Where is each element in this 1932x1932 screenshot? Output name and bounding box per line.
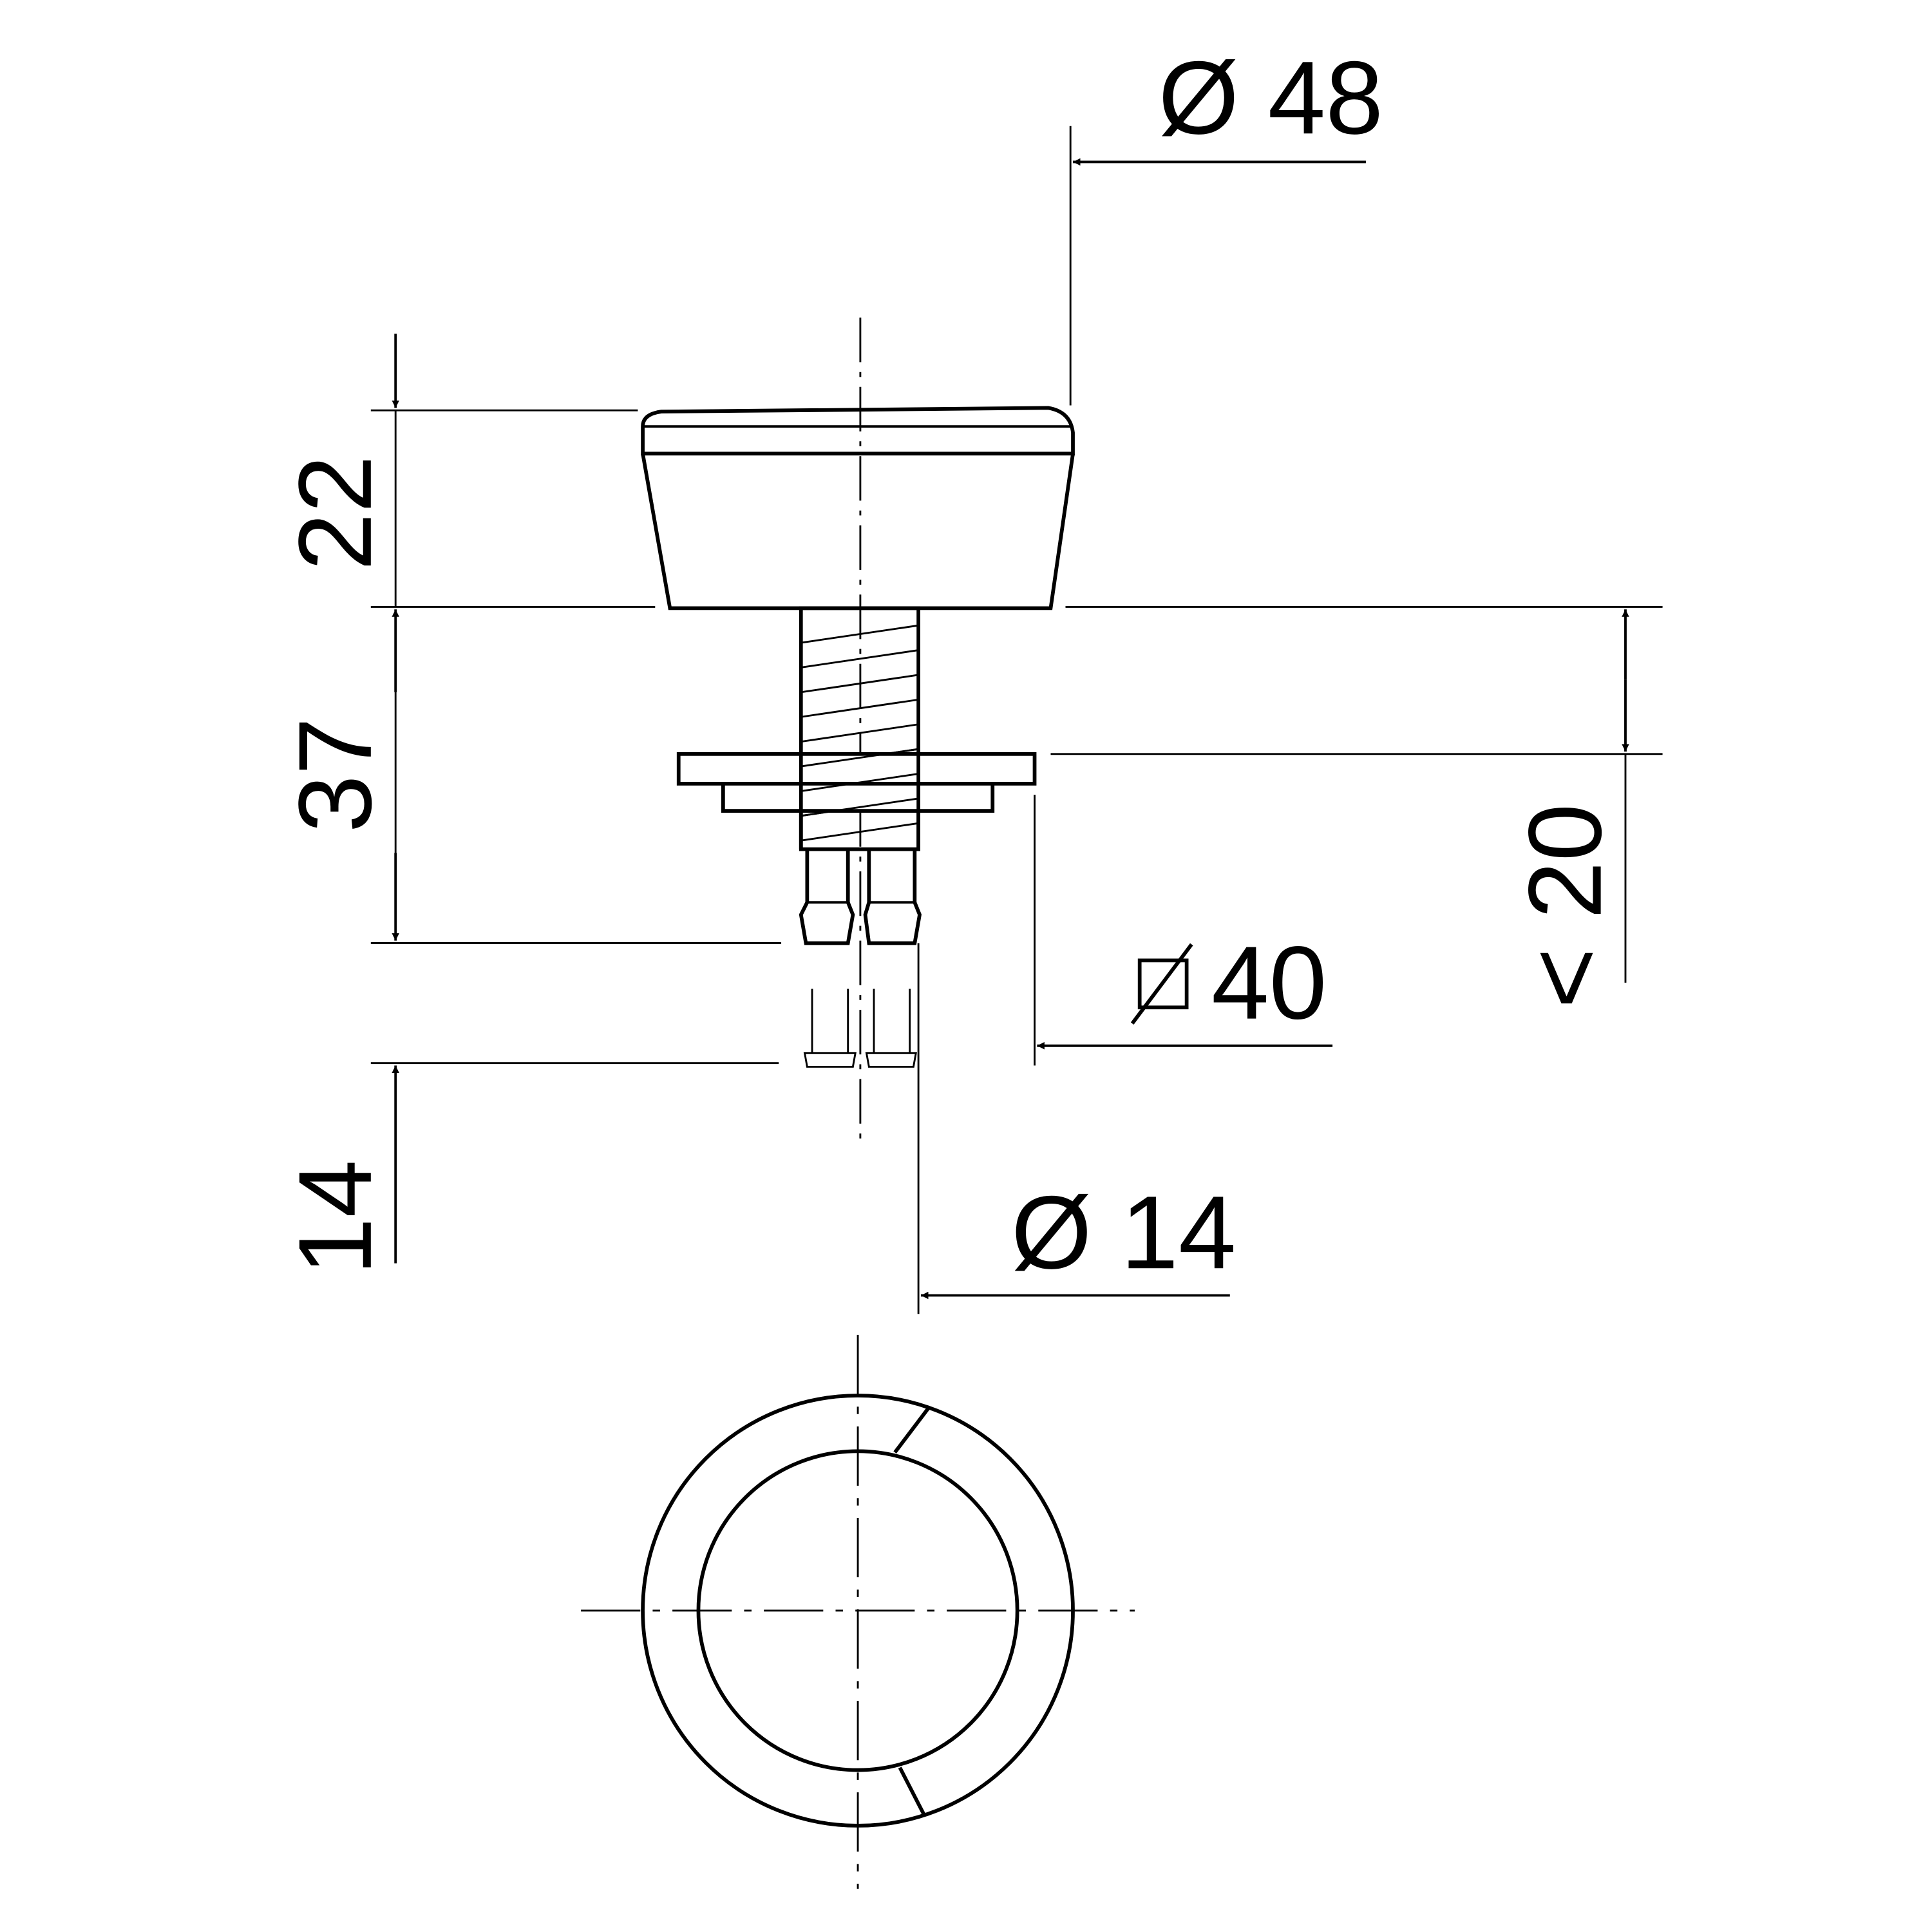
outer-ring <box>641 1394 1075 1828</box>
hose-tail-right <box>863 849 922 945</box>
hose-tail-left <box>799 849 855 945</box>
dim-text-height-37: 37 <box>278 717 393 833</box>
cap-body <box>641 453 1075 611</box>
hose-tails-alternate <box>803 989 917 1068</box>
cap-top-plate <box>641 406 1075 456</box>
square-cutout-symbol <box>1137 958 1189 1010</box>
hose-tails <box>799 849 922 945</box>
inner-button <box>696 1449 1019 1772</box>
dim-text-height-22: 22 <box>278 455 393 571</box>
dim-text-panel-thickness: < 20 <box>1508 804 1624 1009</box>
ring-split-mark-bottom <box>898 1766 927 1817</box>
dim-text-height-14: 14 <box>278 1160 393 1275</box>
ring-split-mark-top <box>893 1405 931 1454</box>
dimensions <box>370 126 1663 1314</box>
side-view <box>641 317 1075 1144</box>
dim-text-cutout-40: 40 <box>1211 925 1327 1041</box>
flange-washer <box>721 782 995 813</box>
top-view <box>581 1334 1135 1889</box>
dim-text-diameter-48: Ø 48 <box>1158 40 1383 156</box>
button-cap <box>641 406 1075 611</box>
shaft-outline <box>799 606 920 851</box>
dim-text-diameter-14: Ø 14 <box>1011 1175 1236 1291</box>
shaft-over-flange <box>799 748 920 849</box>
